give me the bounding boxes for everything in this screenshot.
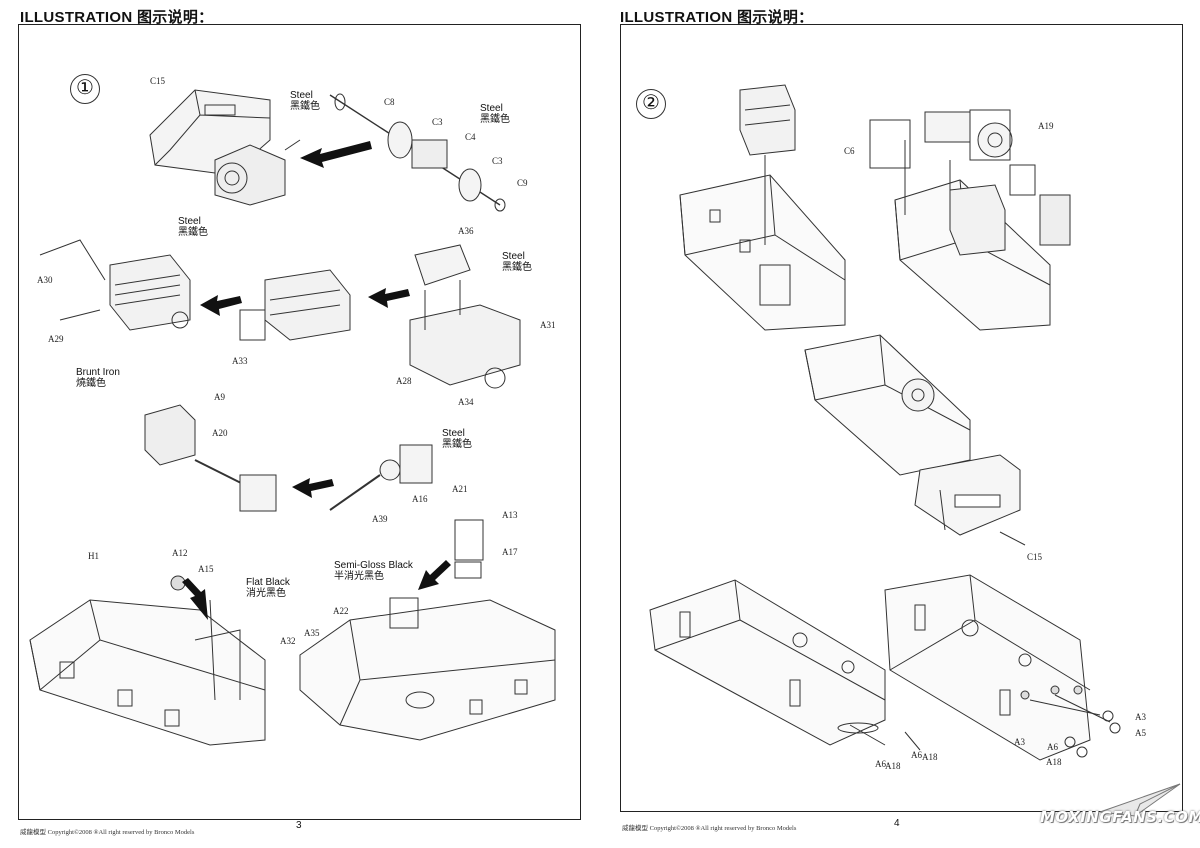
watermark: MOXINGFANS.COM [1040, 808, 1200, 826]
part-label-c4: C4 [465, 132, 476, 142]
part-label-a5: A5 [1135, 728, 1146, 738]
part-label-h1: H1 [88, 551, 99, 561]
part-label-a6: A6 [875, 759, 886, 769]
part-label-a9: A9 [214, 392, 225, 402]
part-label-a17: A17 [502, 547, 518, 557]
assembly-drawing-step-1 [29, 89, 556, 746]
page-header: ILLUSTRATION 图示说明： [620, 9, 814, 26]
part-label-c15: C15 [1027, 552, 1043, 562]
assembly-drawing-step-2 [649, 84, 1121, 761]
part-label-c6: C6 [844, 146, 855, 156]
page-number: 4 [894, 818, 900, 829]
part-label-a35: A35 [304, 628, 320, 638]
step-number: ① [70, 74, 100, 104]
part-label-a28: A28 [396, 376, 412, 386]
copyright-footer: 威龍模型 Copyright©2008 ®All right reserved … [20, 829, 195, 836]
part-label-c3: C3 [432, 117, 443, 127]
part-label-a29: A29 [48, 334, 64, 344]
part-label-a36: A36 [458, 226, 474, 236]
part-label-a18: A18 [1046, 757, 1062, 767]
part-label-a19: A19 [1038, 121, 1054, 131]
page-4: ILLUSTRATION 图示说明： ② [600, 0, 1200, 848]
copyright-footer: 威龍模型 Copyright©2008 ®All right reserved … [622, 825, 797, 832]
part-label-a31: A31 [540, 320, 556, 330]
part-label-a34: A34 [458, 397, 474, 407]
page-3: ILLUSTRATION 图示说明： ① [18, 9, 581, 836]
part-label-a12: A12 [172, 548, 188, 558]
part-label-a3: A3 [1135, 712, 1146, 722]
step-number: ② [636, 89, 666, 119]
part-label-a16: A16 [412, 494, 428, 504]
illustration-frame [620, 24, 1183, 812]
part-label-a22: A22 [333, 606, 349, 616]
part-label-a18: A18 [922, 752, 938, 762]
part-label-c15: C15 [150, 76, 166, 86]
part-label-a39: A39 [372, 514, 388, 524]
part-label-a15: A15 [198, 564, 214, 574]
part-label-a32: A32 [280, 636, 296, 646]
part-label-c3: C3 [492, 156, 503, 166]
page-header: ILLUSTRATION 图示说明： [20, 9, 214, 26]
part-label-a6: A6 [1047, 742, 1058, 752]
part-label-c8: C8 [384, 97, 395, 107]
part-label-a3: A3 [1014, 737, 1025, 747]
part-label-a21: A21 [452, 484, 468, 494]
part-label-a6: A6 [911, 750, 922, 760]
part-label-a33: A33 [232, 356, 248, 366]
illustration-frame [18, 24, 581, 820]
page-number: 3 [296, 820, 302, 831]
part-label-a13: A13 [502, 510, 518, 520]
part-label-c9: C9 [517, 178, 528, 188]
part-label-a20: A20 [212, 428, 228, 438]
part-label-a30: A30 [37, 275, 53, 285]
paper-plane-icon [1099, 783, 1181, 817]
part-label-a18: A18 [885, 761, 901, 771]
